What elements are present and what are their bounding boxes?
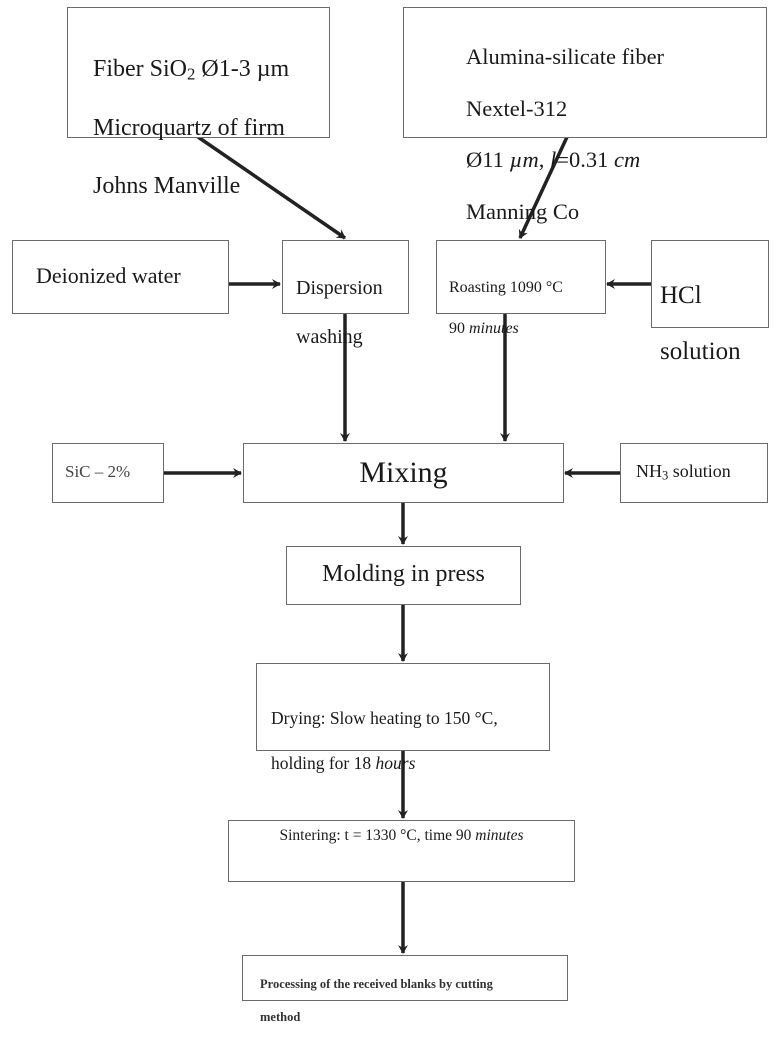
fiber-sio2-line2: Microquartz of firm [93,114,285,141]
node-deionized-water: Deionized water [12,240,229,314]
fiber-sio2-line3: Johns Manville [93,173,241,200]
molding-label: Molding in press [322,561,485,587]
deionized-water-label: Deionized water [36,263,181,288]
drying-line2: holding for 18 hours [271,753,416,774]
processing-line1: Processing of the received blanks by cut… [260,977,493,992]
alumina-line1: Alumina-silicate fiber [466,43,665,69]
node-sic: SiC – 2% [52,443,164,503]
nh3-label: NH3 solution [636,461,731,483]
alumina-line3: Ø11 µm, l=0.31 cm [466,147,641,173]
mixing-label: Mixing [359,456,448,489]
node-nh3-solution: NH3 solution [620,443,768,503]
sintering-label: Sintering: t = 1330 °C, time 90 minutes [279,827,524,844]
node-mixing: Mixing [243,443,564,503]
processing-line2: method [260,1009,301,1024]
fiber-sio2-line1: Fiber SiO2 Ø1-3 µm [93,56,290,84]
arrow-alumina-to-roasting [518,136,569,239]
node-roasting: Roasting 1090 °C 90 minutes [436,240,606,337]
node-dispersion-washing: Dispersion washing [282,240,409,348]
hcl-line1: HCl [660,282,702,309]
node-hcl-solution: HCl solution [651,240,769,365]
dispersion-line1: Dispersion [296,277,383,300]
node-alumina-fiber: Alumina-silicate fiber Nextel-312 Ø11 µm… [403,7,767,224]
node-drying: Drying: Slow heating to 150 °C, holding … [256,663,550,773]
arrow-fiber-to-dispersion [197,135,346,240]
alumina-line2: Nextel-312 [466,95,568,121]
alumina-line4: Manning Co [466,199,580,225]
hcl-line2: solution [660,338,741,365]
node-fiber-sio2: Fiber SiO2 Ø1-3 µm Microquartz of firm J… [67,7,330,199]
roasting-line1: Roasting 1090 °C [449,278,563,296]
arrows-layer [163,135,651,954]
node-processing: Processing of the received blanks by cut… [242,955,568,1024]
node-molding: Molding in press [286,546,521,605]
dispersion-line2: washing [296,326,363,349]
roasting-line2: 90 minutes [449,320,519,338]
node-sintering: Sintering: t = 1330 °C, time 90 minutes [228,820,575,882]
sic-label: SiC – 2% [65,462,131,481]
drying-line1: Drying: Slow heating to 150 °C, [271,707,498,728]
